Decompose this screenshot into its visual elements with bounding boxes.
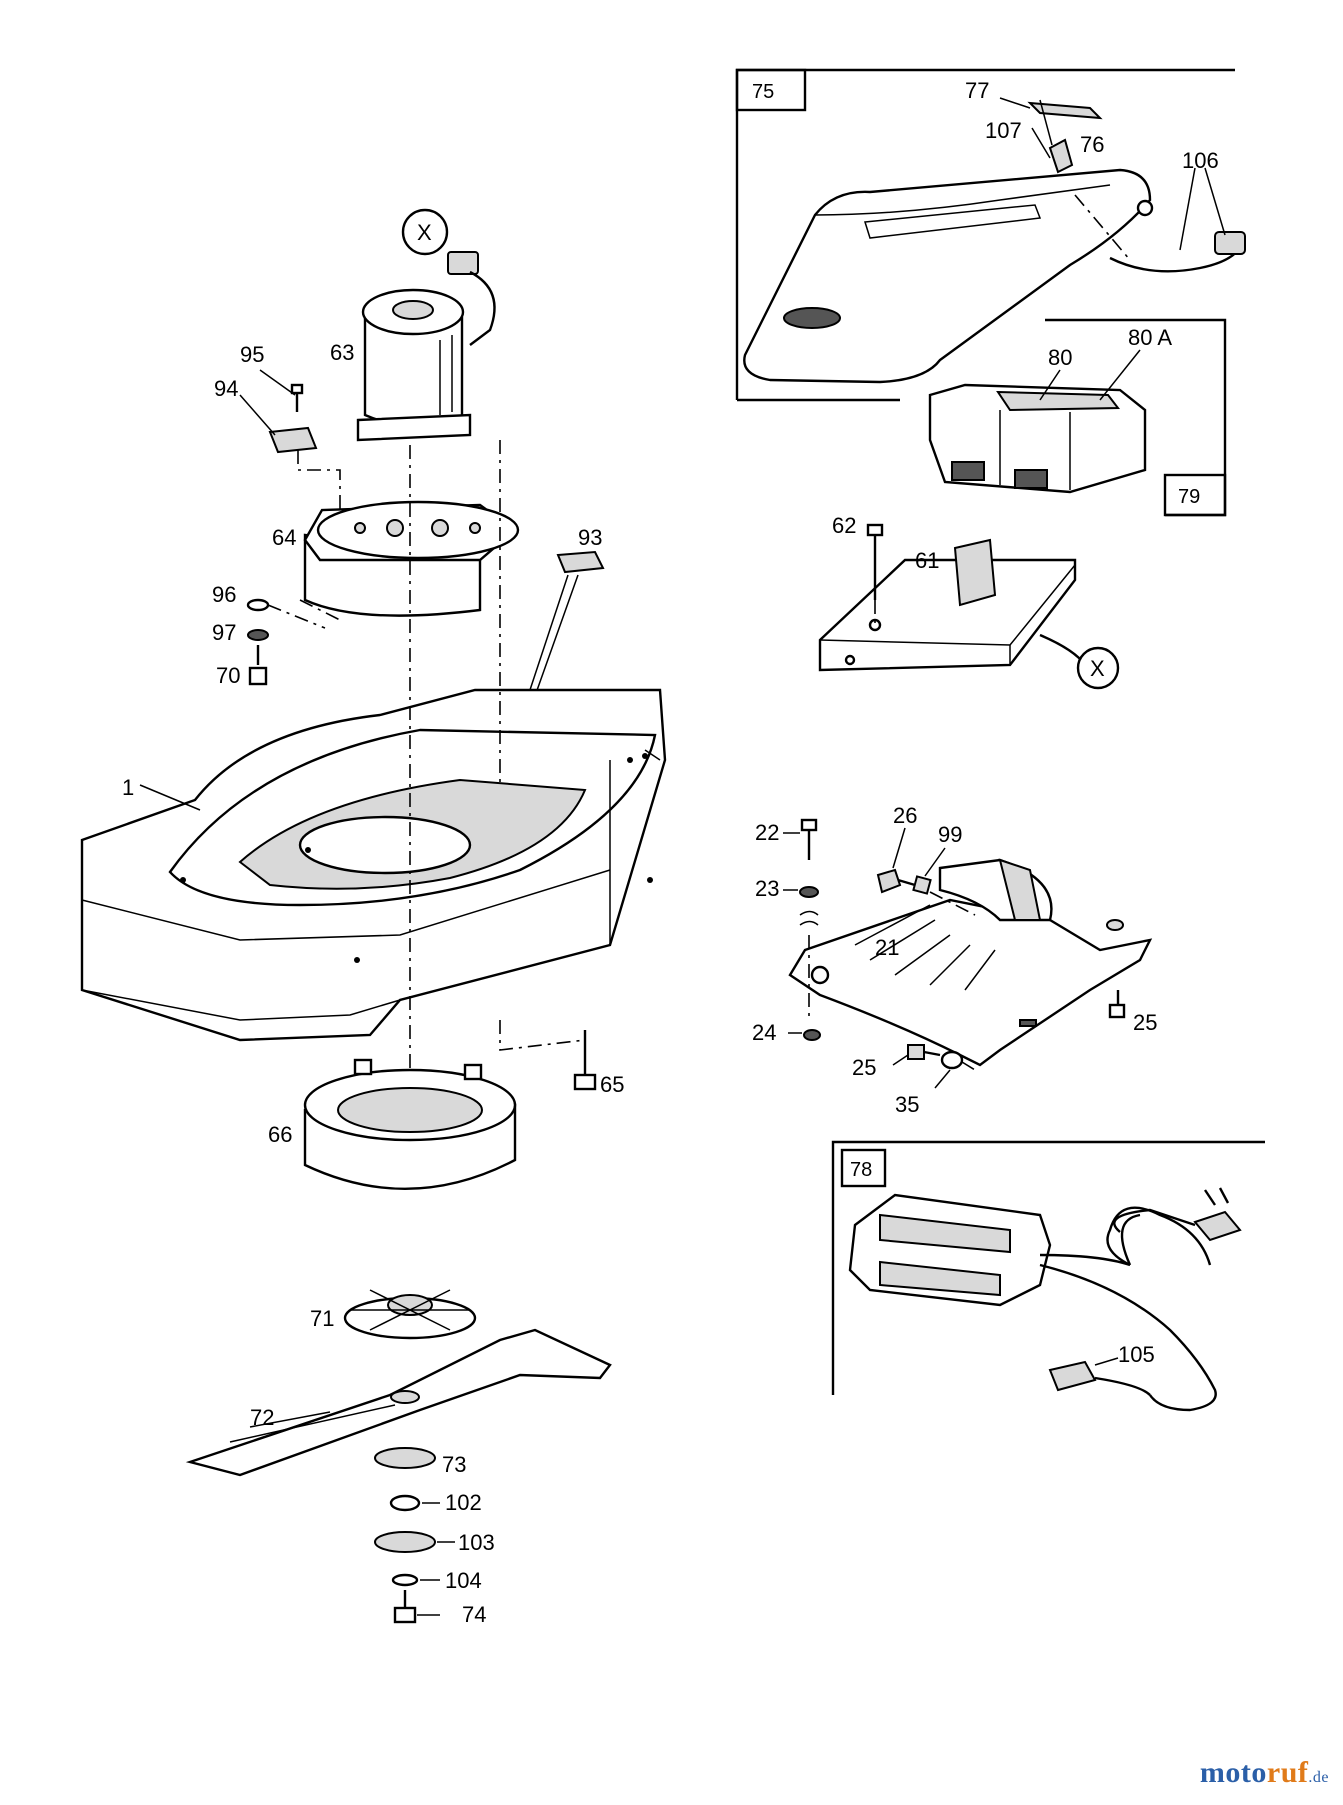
group-96-97-70: 96 97 70 [212,582,326,688]
label-66: 66 [268,1122,292,1147]
label-77: 77 [965,78,989,103]
label-23: 23 [755,876,779,901]
label-63: 63 [330,340,354,365]
washer-23 [799,886,819,898]
group-79-battery: 79 80 80 A [928,318,1227,517]
cover-handle-slot [783,307,841,329]
watermark-part-a: moto [1199,1756,1267,1789]
box-label-75: 75 [752,81,774,103]
lock-washer-97 [247,629,269,641]
group-21-rear-flap: 21 22 23 24 26 99 25 25 [752,803,1157,1117]
washer-35 [940,1050,964,1070]
bolt-74 [393,1606,417,1624]
label-80: 80 [1048,345,1072,370]
label-61: 61 [915,548,939,573]
bolt-26 [876,868,902,894]
label-1: 1 [122,775,134,800]
label-74: 74 [462,1602,486,1627]
label-25-left: 25 [852,1055,876,1080]
label-x-top: X [417,220,432,245]
clip-93 [556,550,605,574]
screw-25-right [1108,1003,1126,1019]
clip-94 [268,426,318,454]
label-99: 99 [938,822,962,847]
label-21: 21 [875,935,899,960]
group-61-switch-housing: X 62 61 [818,513,1120,690]
washer-103 [374,1531,436,1553]
label-65: 65 [600,1072,624,1097]
label-103: 103 [458,1530,495,1555]
screw-25-left [907,1044,925,1060]
label-94: 94 [214,376,238,401]
switch-lever [953,538,997,607]
label-35: 35 [895,1092,919,1117]
group-64-motor-mount: 64 [272,500,520,621]
watermark-part-b: ruf [1266,1756,1309,1789]
label-107: 107 [985,118,1022,143]
box-label-79-frame [1163,473,1227,517]
label-71: 71 [310,1306,334,1331]
connector-x-marker-top [401,208,449,256]
label-26: 26 [893,803,917,828]
group-93: 93 [524,525,605,711]
label-62: 62 [832,513,856,538]
brand-watermark: motoruf.de [1200,1756,1329,1790]
motor-plug [447,251,479,275]
connector-x-marker-right [1076,646,1120,690]
label-25-right: 25 [1133,1010,1157,1035]
box-label-79: 79 [1178,486,1200,508]
washer-96 [246,598,270,612]
label-102: 102 [445,1490,482,1515]
group-63-motor: X 63 [330,208,496,442]
washer-104 [391,1573,419,1587]
label-80a: 80 A [1128,325,1172,350]
label-64: 64 [272,525,296,550]
group-72-blade: 72 [185,1328,612,1477]
cover-shell [743,168,1152,384]
label-95: 95 [240,342,264,367]
label-72: 72 [250,1405,274,1430]
label-73: 73 [442,1452,466,1477]
nut-70 [248,666,268,686]
label-106: 106 [1182,148,1219,173]
group-66-fan-housing: 66 [268,1058,517,1190]
label-105: 105 [1118,1342,1155,1367]
label-x-right: X [1090,656,1105,681]
label-24: 24 [752,1020,776,1045]
nut-24 [803,1029,821,1041]
box-label-78: 78 [850,1159,872,1181]
group-1-deck: 1 [80,688,667,1042]
group-78-charger: 78 105 [831,1140,1265,1412]
switch-housing-61 [818,558,1077,672]
box-label-75-frame [735,68,807,112]
label-104: 104 [445,1568,482,1593]
group-65: 65 [573,1030,624,1097]
label-76: 76 [1080,132,1104,157]
mains-plug [1193,1210,1242,1242]
label-70: 70 [216,663,240,688]
cable-106 [1109,247,1241,273]
box-label-78-frame [840,1148,887,1188]
plate-77 [1027,101,1103,120]
charger-output-cable [1039,1263,1217,1412]
key-76 [1048,138,1074,174]
watermark-tld: .de [1308,1769,1329,1786]
label-97: 97 [212,620,236,645]
label-96: 96 [212,582,236,607]
mains-cable [1113,1208,1196,1233]
washer-73 [374,1447,436,1469]
group-94-95: 95 94 [214,342,341,520]
nut-99 [912,875,932,895]
label-93: 93 [578,525,602,550]
nut-102 [389,1494,421,1512]
charge-plug-105 [1048,1360,1097,1392]
group-blade-fasteners: 73 102 103 104 74 [374,1447,495,1627]
group-71-fan: 71 [310,1289,477,1340]
label-22: 22 [755,820,779,845]
group-75-cover: 75 77 107 76 106 [735,68,1246,402]
